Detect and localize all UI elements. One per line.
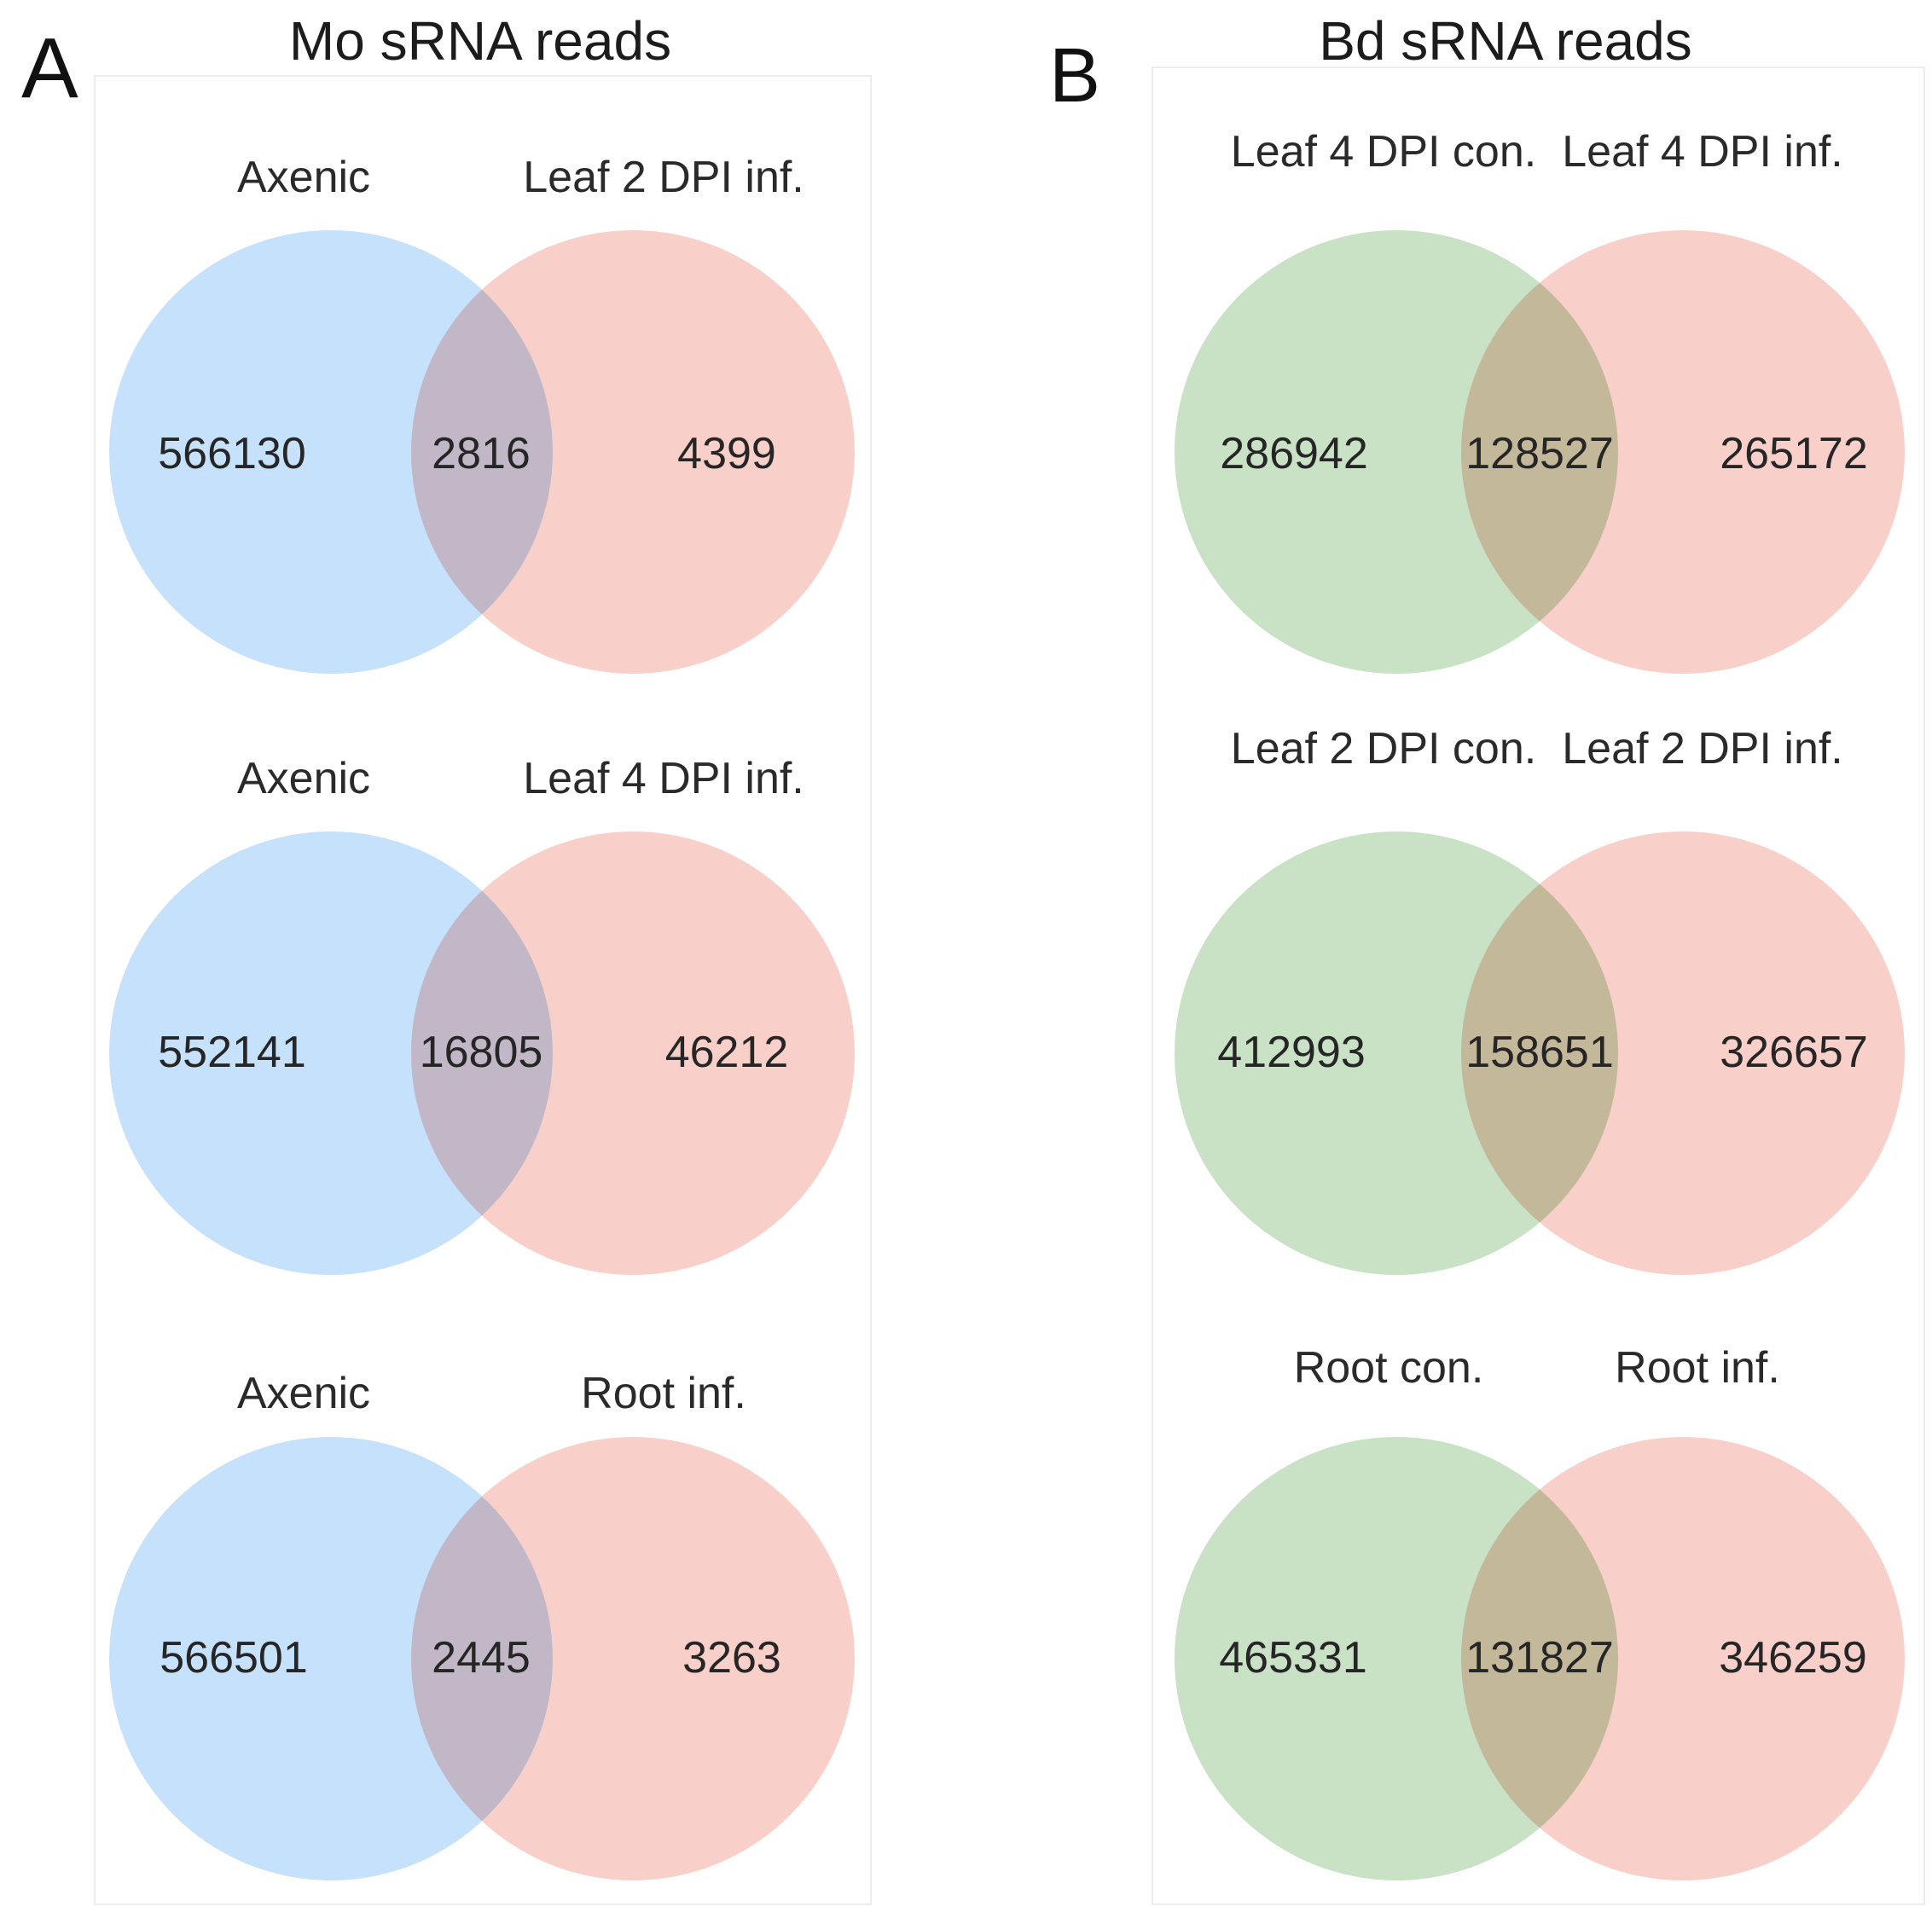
set-label-right: Root inf. bbox=[581, 1369, 746, 1418]
right-circle bbox=[411, 1437, 855, 1880]
count-right-only: 326657 bbox=[1720, 1028, 1868, 1077]
set-label-left: Root con. bbox=[1293, 1343, 1484, 1393]
count-left-only: 566130 bbox=[158, 429, 306, 478]
count-overlap: 128527 bbox=[1465, 429, 1614, 478]
count-right-only: 3263 bbox=[682, 1633, 781, 1683]
count-overlap: 16805 bbox=[419, 1028, 543, 1077]
set-label-right: Leaf 4 DPI inf. bbox=[1562, 127, 1843, 177]
right-circle bbox=[411, 831, 855, 1275]
set-label-right: Leaf 2 DPI inf. bbox=[1562, 724, 1843, 773]
count-left-only: 566501 bbox=[160, 1633, 308, 1683]
count-overlap: 158651 bbox=[1465, 1028, 1614, 1077]
right-circle bbox=[1461, 230, 1905, 674]
set-label-left: Axenic bbox=[236, 754, 371, 803]
set-label-left: Leaf 2 DPI con. bbox=[1230, 724, 1537, 773]
count-overlap: 2445 bbox=[432, 1633, 531, 1683]
count-left-only: 412993 bbox=[1217, 1028, 1366, 1077]
count-overlap: 131827 bbox=[1465, 1633, 1614, 1683]
panel-b-title: Bd sRNA reads bbox=[1319, 10, 1692, 72]
right-circle bbox=[1461, 831, 1905, 1275]
panel-a-title: Mo sRNA reads bbox=[288, 10, 672, 72]
count-right-only: 4399 bbox=[677, 429, 776, 478]
set-label-right: Leaf 2 DPI inf. bbox=[523, 153, 804, 202]
count-left-only: 465331 bbox=[1219, 1633, 1367, 1683]
panel-a-letter: A bbox=[21, 20, 78, 116]
right-circle bbox=[411, 230, 855, 674]
set-label-left: Axenic bbox=[236, 1369, 371, 1418]
count-overlap: 2816 bbox=[432, 429, 531, 478]
count-left-only: 286942 bbox=[1220, 429, 1368, 478]
count-right-only: 346259 bbox=[1719, 1633, 1867, 1683]
set-label-right: Root inf. bbox=[1615, 1343, 1780, 1393]
panel-b-letter: B bbox=[1049, 33, 1101, 119]
count-left-only: 552141 bbox=[158, 1028, 306, 1077]
set-label-left: Axenic bbox=[236, 153, 371, 202]
count-right-only: 46212 bbox=[664, 1028, 789, 1077]
right-circle bbox=[1461, 1437, 1905, 1880]
set-label-left: Leaf 4 DPI con. bbox=[1230, 127, 1537, 177]
count-right-only: 265172 bbox=[1720, 429, 1868, 478]
set-label-right: Leaf 4 DPI inf. bbox=[523, 754, 804, 803]
